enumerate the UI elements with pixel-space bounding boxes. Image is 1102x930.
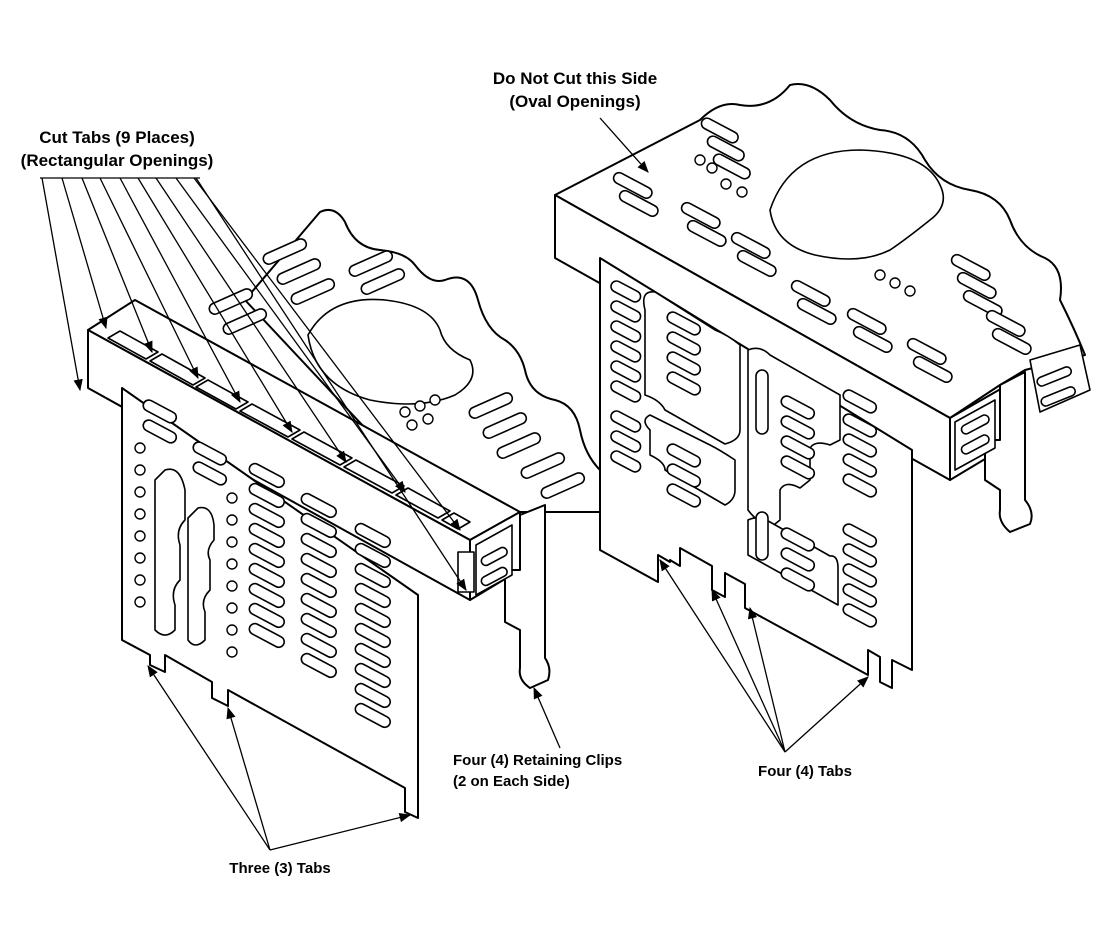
leader-lines <box>40 117 869 851</box>
left-side-slots <box>134 399 391 729</box>
right-round-cutout <box>769 149 945 260</box>
three-tabs-label: Three (3) Tabs <box>229 860 330 877</box>
do-not-cut-sublabel: (Oval Openings) <box>509 92 640 111</box>
retaining-clips-label: Four (4) Retaining Clips <box>453 752 622 769</box>
left-notch <box>154 468 186 636</box>
do-not-cut-label: Do Not Cut this Side <box>493 69 657 88</box>
left-bracket <box>87 209 612 819</box>
callouts: Cut Tabs (9 Places) (Rectangular Opening… <box>21 69 852 877</box>
left-notch-2 <box>187 506 215 646</box>
left-round-cutout <box>307 298 474 405</box>
four-tabs-label: Four (4) Tabs <box>758 763 852 780</box>
right-side-slots <box>610 280 878 628</box>
cut-tabs-sublabel: (Rectangular Openings) <box>21 151 214 170</box>
retaining-clips-sublabel: (2 on Each Side) <box>453 773 570 790</box>
right-retaining-clip <box>984 371 1033 533</box>
left-deck-slots <box>208 238 586 499</box>
right-deck-slots <box>612 117 1032 384</box>
left-retaining-clip <box>504 504 551 689</box>
cut-tabs-label: Cut Tabs (9 Places) <box>39 128 195 147</box>
right-bracket <box>554 83 1091 689</box>
